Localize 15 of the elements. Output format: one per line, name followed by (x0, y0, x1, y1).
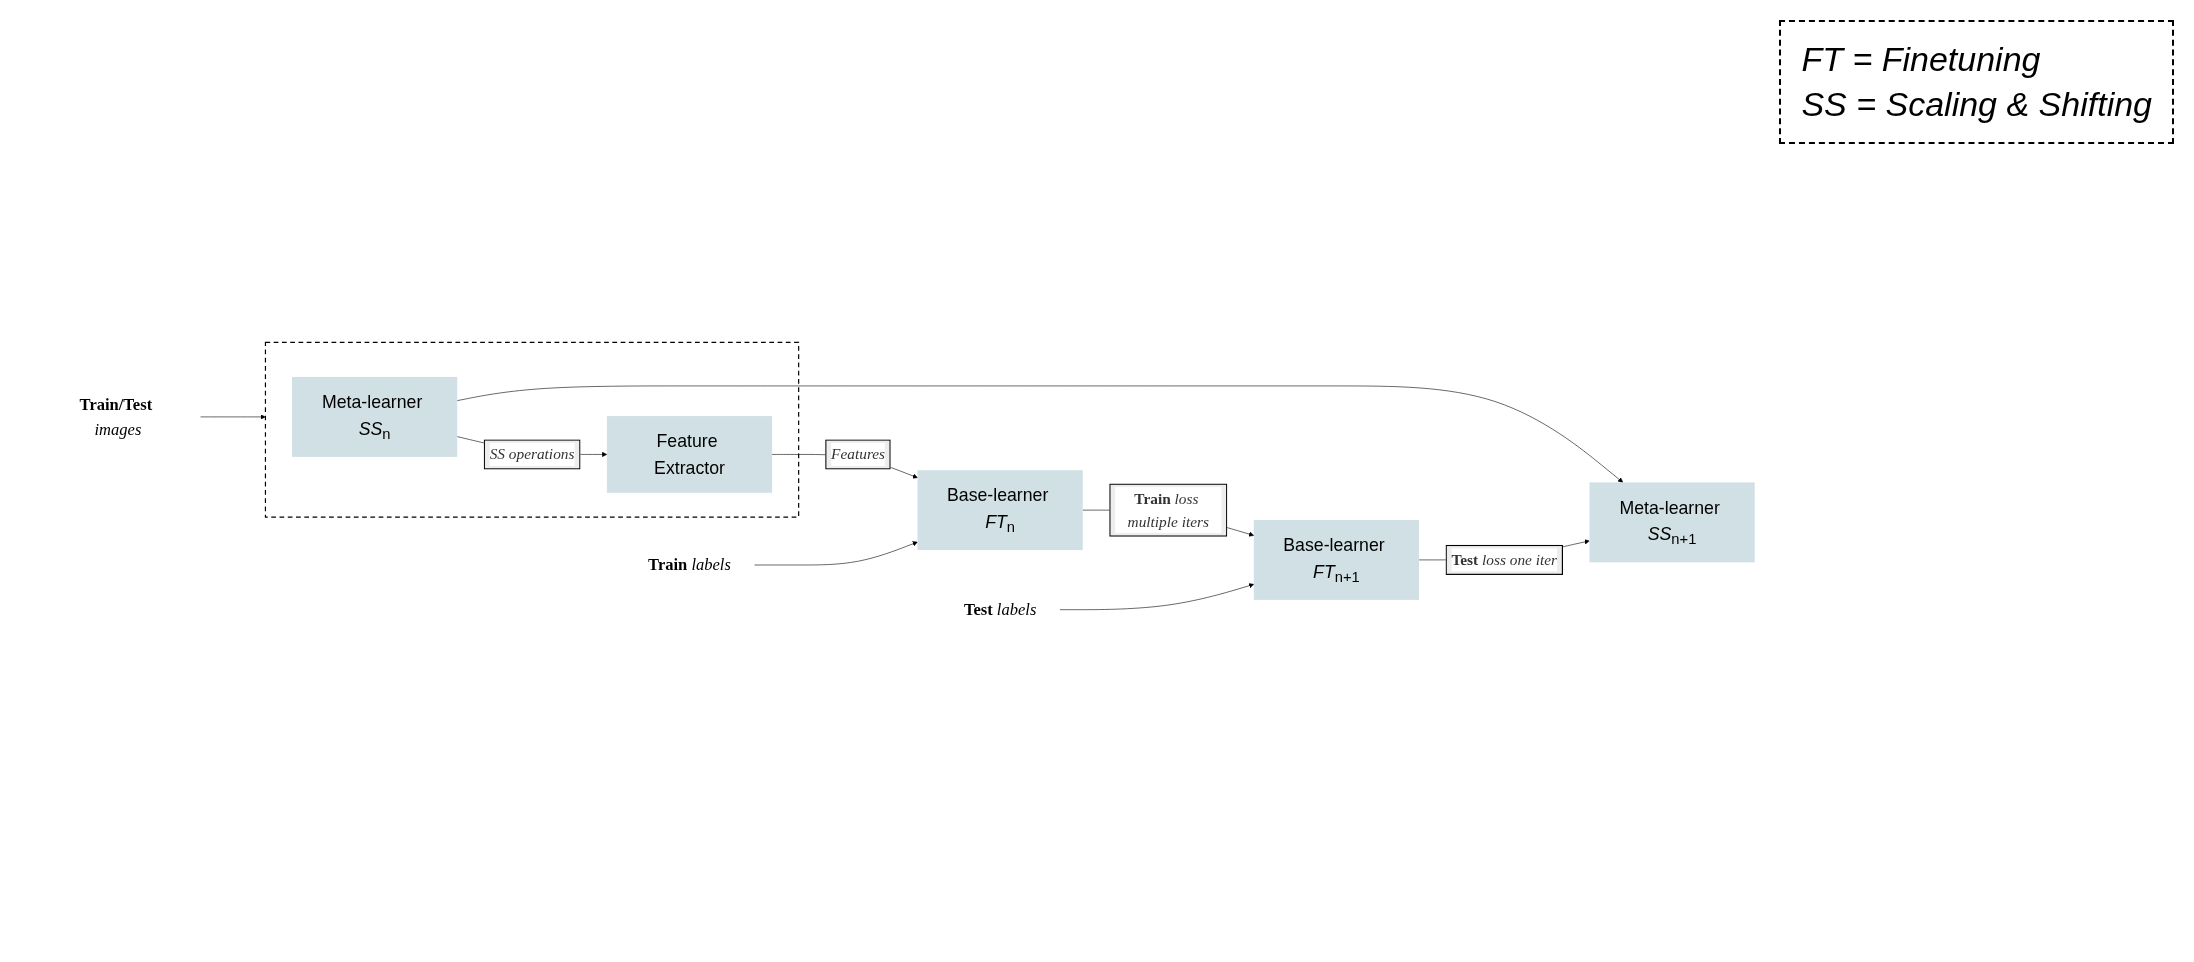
edge-label: Test loss one iter (1451, 551, 1558, 569)
cluster (264, 341, 800, 518)
node-box: Base-learner FT$_{n}$ (917, 470, 1083, 551)
legend-note: SS = Scaling & Shifting (1801, 85, 2152, 124)
edge-label: Features (831, 445, 886, 463)
node-text: Test labels (963, 600, 1037, 619)
edge-label: Train loss multiple iters (1127, 490, 1209, 531)
edge-label: SS operations (489, 445, 575, 463)
node-text: Train labels (648, 555, 731, 574)
node-text: Train/Test images (79, 395, 153, 439)
node-box: Feature Extractor (606, 416, 773, 493)
node-box: Base-learner FT$_{n+1}$ (1253, 519, 1420, 600)
legend-note: FT = Finetuning (1801, 40, 2042, 79)
node-box: Meta-learner SS$_{n+1}$ (1589, 482, 1755, 563)
node-box: Meta-learner SS$_{n}$ (292, 376, 458, 457)
